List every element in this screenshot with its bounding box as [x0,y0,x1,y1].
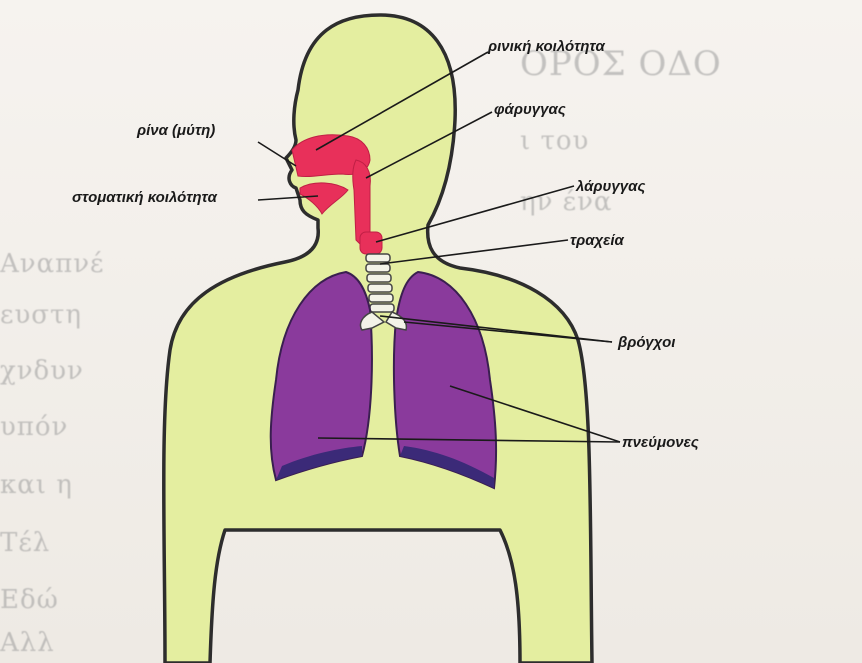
larynx-shape [360,232,382,254]
label-nose: ρίνα (μύτη) [137,122,215,139]
label-bronchi: βρόγχοι [618,334,675,351]
label-larynx: λάρυγγας [576,178,645,195]
label-lungs: πνεύμονες [622,434,699,451]
label-trachea: τραχεία [570,232,624,249]
label-pharynx: φάρυγγας [494,101,566,118]
label-oral-cavity: στοματική κοιλότητα [72,189,217,206]
label-nasal-cavity: ρινική κοιλότητα [488,38,605,55]
